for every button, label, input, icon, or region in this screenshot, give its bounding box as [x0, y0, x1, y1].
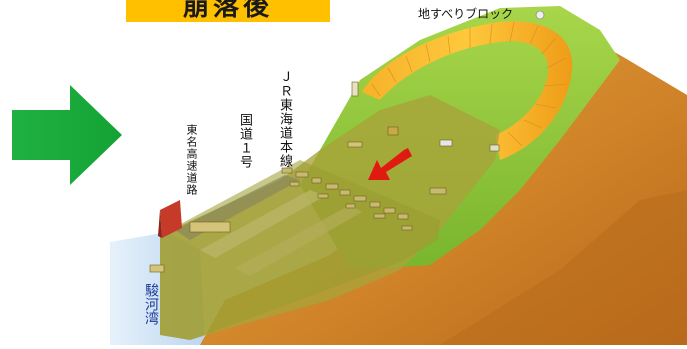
suruga-bay-label: 駿河湾 — [143, 283, 159, 325]
title-banner: 崩落後 — [126, 0, 330, 22]
page-title: 崩落後 — [182, 0, 273, 22]
national-route-1-label: 国道１号 — [237, 113, 252, 169]
slide-direction-arrow — [368, 148, 412, 180]
landslide-block-label: 地すべりブロック — [418, 7, 514, 21]
marker-top — [535, 10, 545, 20]
jr-tokaido-line-label: ＪＲ東海道本線 — [277, 70, 292, 168]
transition-arrow — [12, 85, 122, 185]
tomei-expressway-label: 東名高速道路 — [185, 124, 198, 196]
hillside-shadow — [440, 190, 687, 345]
scarp — [362, 21, 573, 161]
structures — [149, 81, 500, 273]
coastal-cliff — [160, 200, 182, 238]
